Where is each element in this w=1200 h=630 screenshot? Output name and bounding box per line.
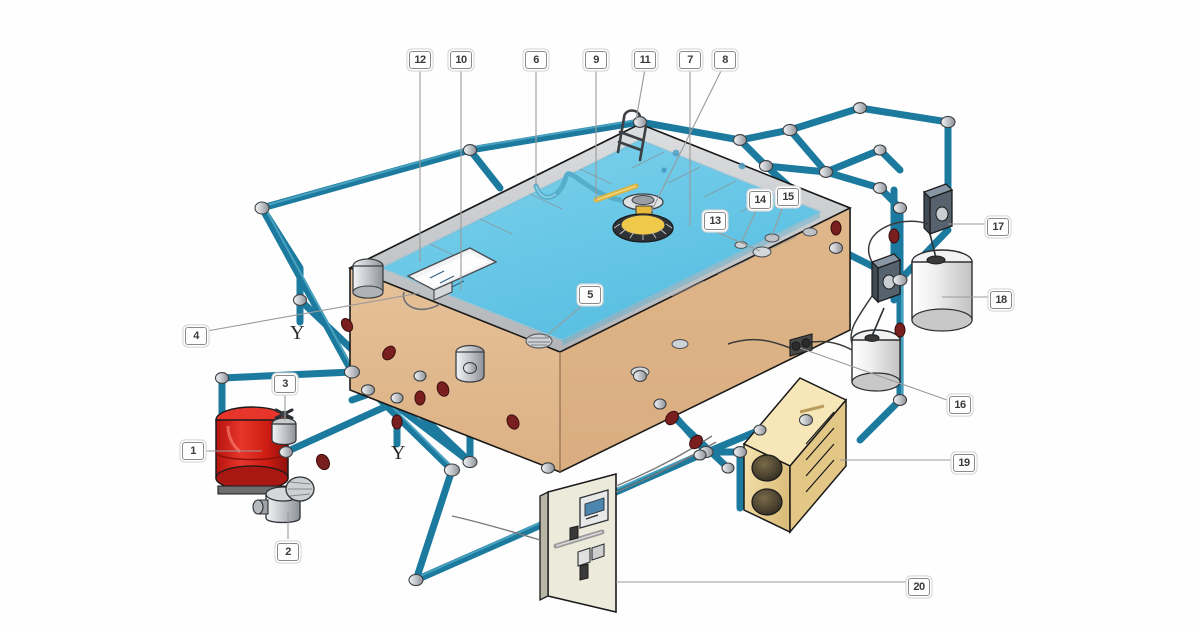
callout-label-16[interactable]: 16 — [949, 396, 971, 414]
chemical-drum-small — [851, 307, 901, 392]
callout-label-2[interactable]: 2 — [277, 543, 299, 561]
callout-label-4[interactable]: 4 — [185, 327, 207, 345]
callout-label-7[interactable]: 7 — [679, 51, 701, 69]
heat-pump-unit — [742, 377, 848, 535]
callout-label-3[interactable]: 3 — [274, 375, 296, 393]
callout-label-19[interactable]: 19 — [953, 454, 975, 472]
callout-label-8[interactable]: 8 — [714, 51, 736, 69]
callout-label-11[interactable]: 11 — [634, 51, 656, 69]
callout-label-18[interactable]: 18 — [990, 291, 1012, 309]
callout-label-15[interactable]: 15 — [777, 188, 799, 206]
drain-symbol-left: Y — [290, 322, 305, 344]
callout-label-13[interactable]: 13 — [704, 212, 726, 230]
callout-label-20[interactable]: 20 — [908, 578, 930, 596]
control-panel-board — [451, 435, 717, 614]
callout-label-9[interactable]: 9 — [585, 51, 607, 69]
dosing-pump-lower — [870, 253, 902, 304]
leader-lines — [205, 68, 988, 583]
callout-label-10[interactable]: 10 — [450, 51, 472, 69]
callout-label-6[interactable]: 6 — [525, 51, 547, 69]
pool-cleaner — [533, 171, 674, 243]
callout-label-5[interactable]: 5 — [579, 286, 601, 304]
skimmer-body — [352, 258, 384, 299]
callout-label-12[interactable]: 12 — [409, 51, 431, 69]
pool-ladder-icon — [616, 109, 648, 162]
pipe-fittings — [214, 102, 956, 587]
drain-symbol-center: Y — [391, 442, 406, 464]
main-drain-grate — [525, 333, 553, 349]
multiport-valve — [271, 408, 297, 446]
callout-label-14[interactable]: 14 — [749, 191, 771, 209]
pool-basin — [348, 123, 852, 474]
dosing-tubing — [727, 220, 929, 351]
dosing-pump-upper — [922, 183, 954, 236]
wide-mouth-skimmer — [402, 247, 498, 310]
callout-label-1[interactable]: 1 — [182, 442, 204, 460]
callout-label-17[interactable]: 17 — [987, 218, 1009, 236]
chemical-drum-large — [911, 225, 973, 332]
circulation-pump — [252, 476, 315, 524]
